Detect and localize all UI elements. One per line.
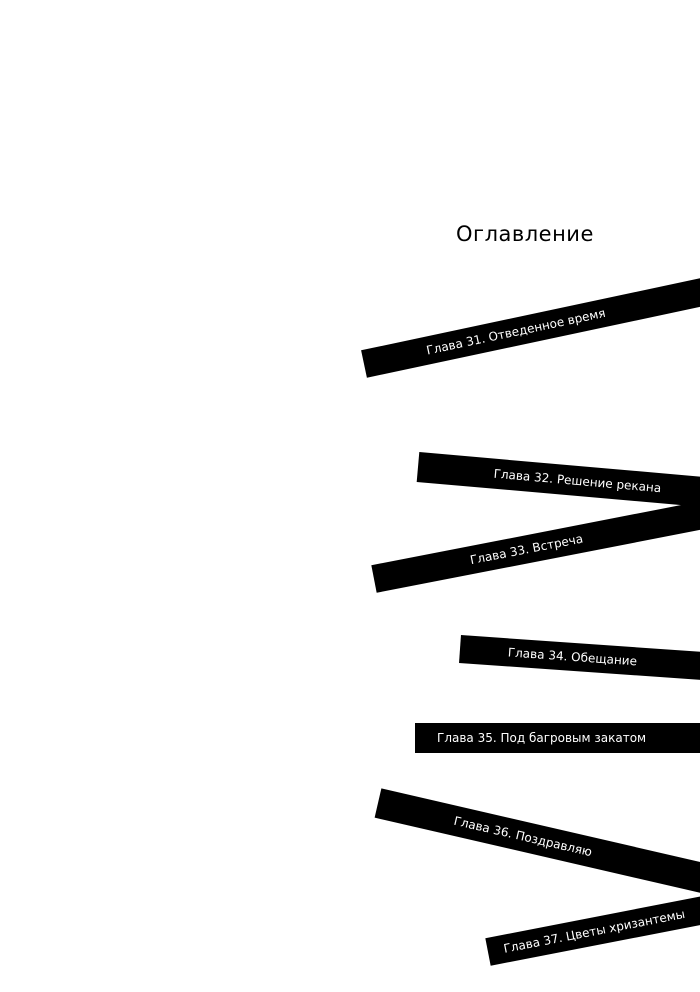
chapter-label-36: Глава 36. Поздравляю (452, 813, 594, 860)
chapter-label-31: Глава 31. Отведенное время (425, 305, 607, 358)
chapter-band-36: Глава 36. Поздравляю (374, 788, 700, 895)
chapter-band-37: Глава 37. Цветы хризантемы (485, 892, 700, 966)
chapter-band-33: Глава 33. Встреча (371, 499, 700, 593)
chapter-label-35: Глава 35. Под багровым закатом (437, 731, 647, 745)
chapter-band-31: Глава 31. Отведенное время (361, 276, 700, 378)
chapter-label-32: Глава 32. Решение рекана (493, 466, 662, 496)
page-title: Оглавление (456, 222, 594, 246)
chapter-label-33: Глава 33. Встреча (468, 531, 585, 568)
chapter-label-34: Глава 34. Обещание (507, 645, 638, 669)
chapter-band-35: Глава 35. Под багровым закатом (415, 723, 700, 753)
chapter-band-32: Глава 32. Решение рекана (416, 452, 700, 509)
chapter-label-37: Глава 37. Цветы хризантемы (502, 906, 687, 956)
chapter-band-34: Глава 34. Обещание (459, 635, 700, 682)
